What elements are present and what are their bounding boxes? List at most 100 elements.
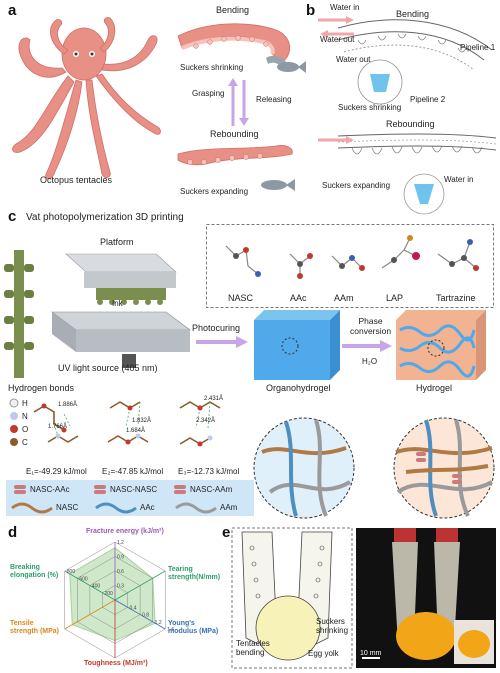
- a-bending-label: Bending: [216, 5, 250, 15]
- b-water-in-label: Water in: [330, 3, 360, 12]
- hbond-structures: [33, 401, 221, 447]
- c-title: Vat photopolymerization 3D printing: [26, 212, 184, 223]
- legend-aam: AAm: [220, 503, 238, 512]
- a-suckers-expanding-label: Suckers expanding: [180, 187, 249, 196]
- b-suckers-expanding-label: Suckers expanding: [322, 181, 391, 190]
- radar-tick-label: 600: [79, 576, 88, 582]
- energy-2: E₂=-47.85 kJ/mol: [102, 467, 164, 476]
- c-organohydrogel-label: Organohydrogel: [266, 383, 331, 393]
- atom-n: N: [22, 412, 28, 421]
- energy-1: E₁=-49.29 kJ/mol: [26, 467, 87, 476]
- printed-tentacle-rod: [4, 250, 34, 378]
- radar-tick-label: 1.6: [167, 627, 174, 633]
- photocuring-arrow: [196, 336, 248, 348]
- c-platform-label: Platform: [100, 237, 134, 247]
- panel-label-a: a: [8, 2, 17, 19]
- mol-lap: LAP: [386, 293, 404, 303]
- radar-axis-line: [114, 570, 166, 601]
- b-water-out-label: Water out: [320, 35, 355, 44]
- b-pipeline1-label: Pipeline 1: [460, 43, 496, 52]
- radar-tick-label: 200: [104, 591, 113, 597]
- radar-axis-line: [114, 599, 166, 630]
- radar-axis-toughness: Toughness (MJ/m³): [84, 660, 148, 667]
- mol-aam: AAm: [334, 293, 354, 303]
- atom-h: H: [22, 399, 28, 408]
- b-water-in2-label: Water in: [444, 175, 474, 184]
- b-rebounding-label: Rebounding: [386, 119, 435, 129]
- a-suckers-shrinking-label: Suckers shrinking: [180, 63, 244, 72]
- network-zoom-circles: [253, 417, 495, 519]
- mol-aac: AAc: [290, 293, 307, 303]
- radar-tick-label: 0.3: [117, 584, 124, 590]
- bond-1b: 1.766Å: [48, 424, 68, 430]
- b-pipeline2-label: Pipeline 2: [410, 95, 446, 104]
- b-water-out2-label: Water out: [336, 55, 371, 64]
- octopus-illustration: [12, 17, 161, 179]
- c-ink-label: Ink: [112, 299, 123, 308]
- radar-tick-label: 400: [92, 584, 101, 590]
- panel-label-c: c: [8, 208, 17, 225]
- radar-tick-label: 1.2: [117, 540, 124, 546]
- bond-2b: 1.684Å: [126, 428, 146, 434]
- radar-tick-label: 0.6: [117, 569, 124, 575]
- c-hydrogel-label: Hydrogel: [416, 383, 453, 393]
- energy-3: E₃=-12.73 kJ/mol: [178, 467, 240, 476]
- radar-tick-label: 800: [67, 569, 76, 575]
- mol-tartrazine: Tartrazine: [436, 293, 476, 303]
- b-bending-label: Bending: [396, 9, 430, 19]
- pipeline-rebounding-diagram: [318, 133, 497, 215]
- tentacle-rebounding-illustration: [177, 145, 293, 166]
- b-suckers-shrinking-label: Suckers shrinking: [338, 103, 402, 112]
- legend-aac: AAc: [140, 503, 155, 512]
- legend-nasc-nasc: NASC-NASC: [110, 485, 158, 494]
- gripper-schematic: [231, 527, 353, 669]
- c-photocuring-label: Photocuring: [192, 323, 241, 333]
- radar-axis-line: [64, 599, 116, 630]
- atom-c: C: [22, 438, 28, 447]
- pipeline-bending-diagram: [318, 16, 493, 105]
- tentacle-bending-illustration: [177, 23, 290, 66]
- gripper-photo: [356, 528, 496, 668]
- atom-o: O: [22, 425, 29, 434]
- e-scale-bar: 10 mm: [360, 650, 382, 657]
- grasp-release-arrows: [228, 78, 249, 126]
- panel-label-d: d: [8, 524, 18, 541]
- legend-nasc: NASC: [56, 503, 79, 512]
- atom-key: [9, 398, 19, 446]
- panel-label-e: e: [222, 524, 231, 541]
- c-h2o-label: H₂O: [362, 357, 378, 366]
- a-releasing-label: Releasing: [256, 95, 292, 104]
- mol-nasc: NASC: [228, 293, 254, 303]
- bond-3b: 2.342Å: [196, 418, 216, 424]
- e-egg-yolk: Egg yolk: [308, 649, 339, 658]
- legend-nasc-aac: NASC-AAc: [30, 485, 70, 494]
- legend-swatches: [11, 485, 217, 514]
- a-grasping-label: Grasping: [192, 89, 225, 98]
- c-uv-label: UV light source (405 nm): [58, 363, 158, 373]
- radar-tick-label: 0.8: [142, 613, 149, 619]
- organohydrogel-block: [254, 310, 340, 380]
- bond-2a: 1.832Å: [132, 418, 152, 424]
- printer-illustration: [51, 253, 191, 368]
- a-rebounding-label: Rebounding: [210, 129, 259, 139]
- radar-axis-line: [64, 570, 116, 601]
- bond-3a: 2.431Å: [204, 396, 224, 402]
- fish-icon-top: [277, 61, 306, 73]
- hydrogel-block: [396, 310, 486, 380]
- fish-icon: [261, 179, 295, 191]
- radar-tick-label: 1.2: [155, 620, 162, 626]
- octopus-caption: Octopus tentacles: [40, 175, 113, 185]
- legend-nasc-aam: NASC-AAm: [190, 485, 233, 494]
- phase-arrow: [342, 340, 392, 352]
- bond-1a: 1.886Å: [58, 402, 78, 408]
- radar-tick-label: 0.9: [117, 555, 124, 561]
- hbonds-title: Hydrogen bonds: [8, 383, 75, 393]
